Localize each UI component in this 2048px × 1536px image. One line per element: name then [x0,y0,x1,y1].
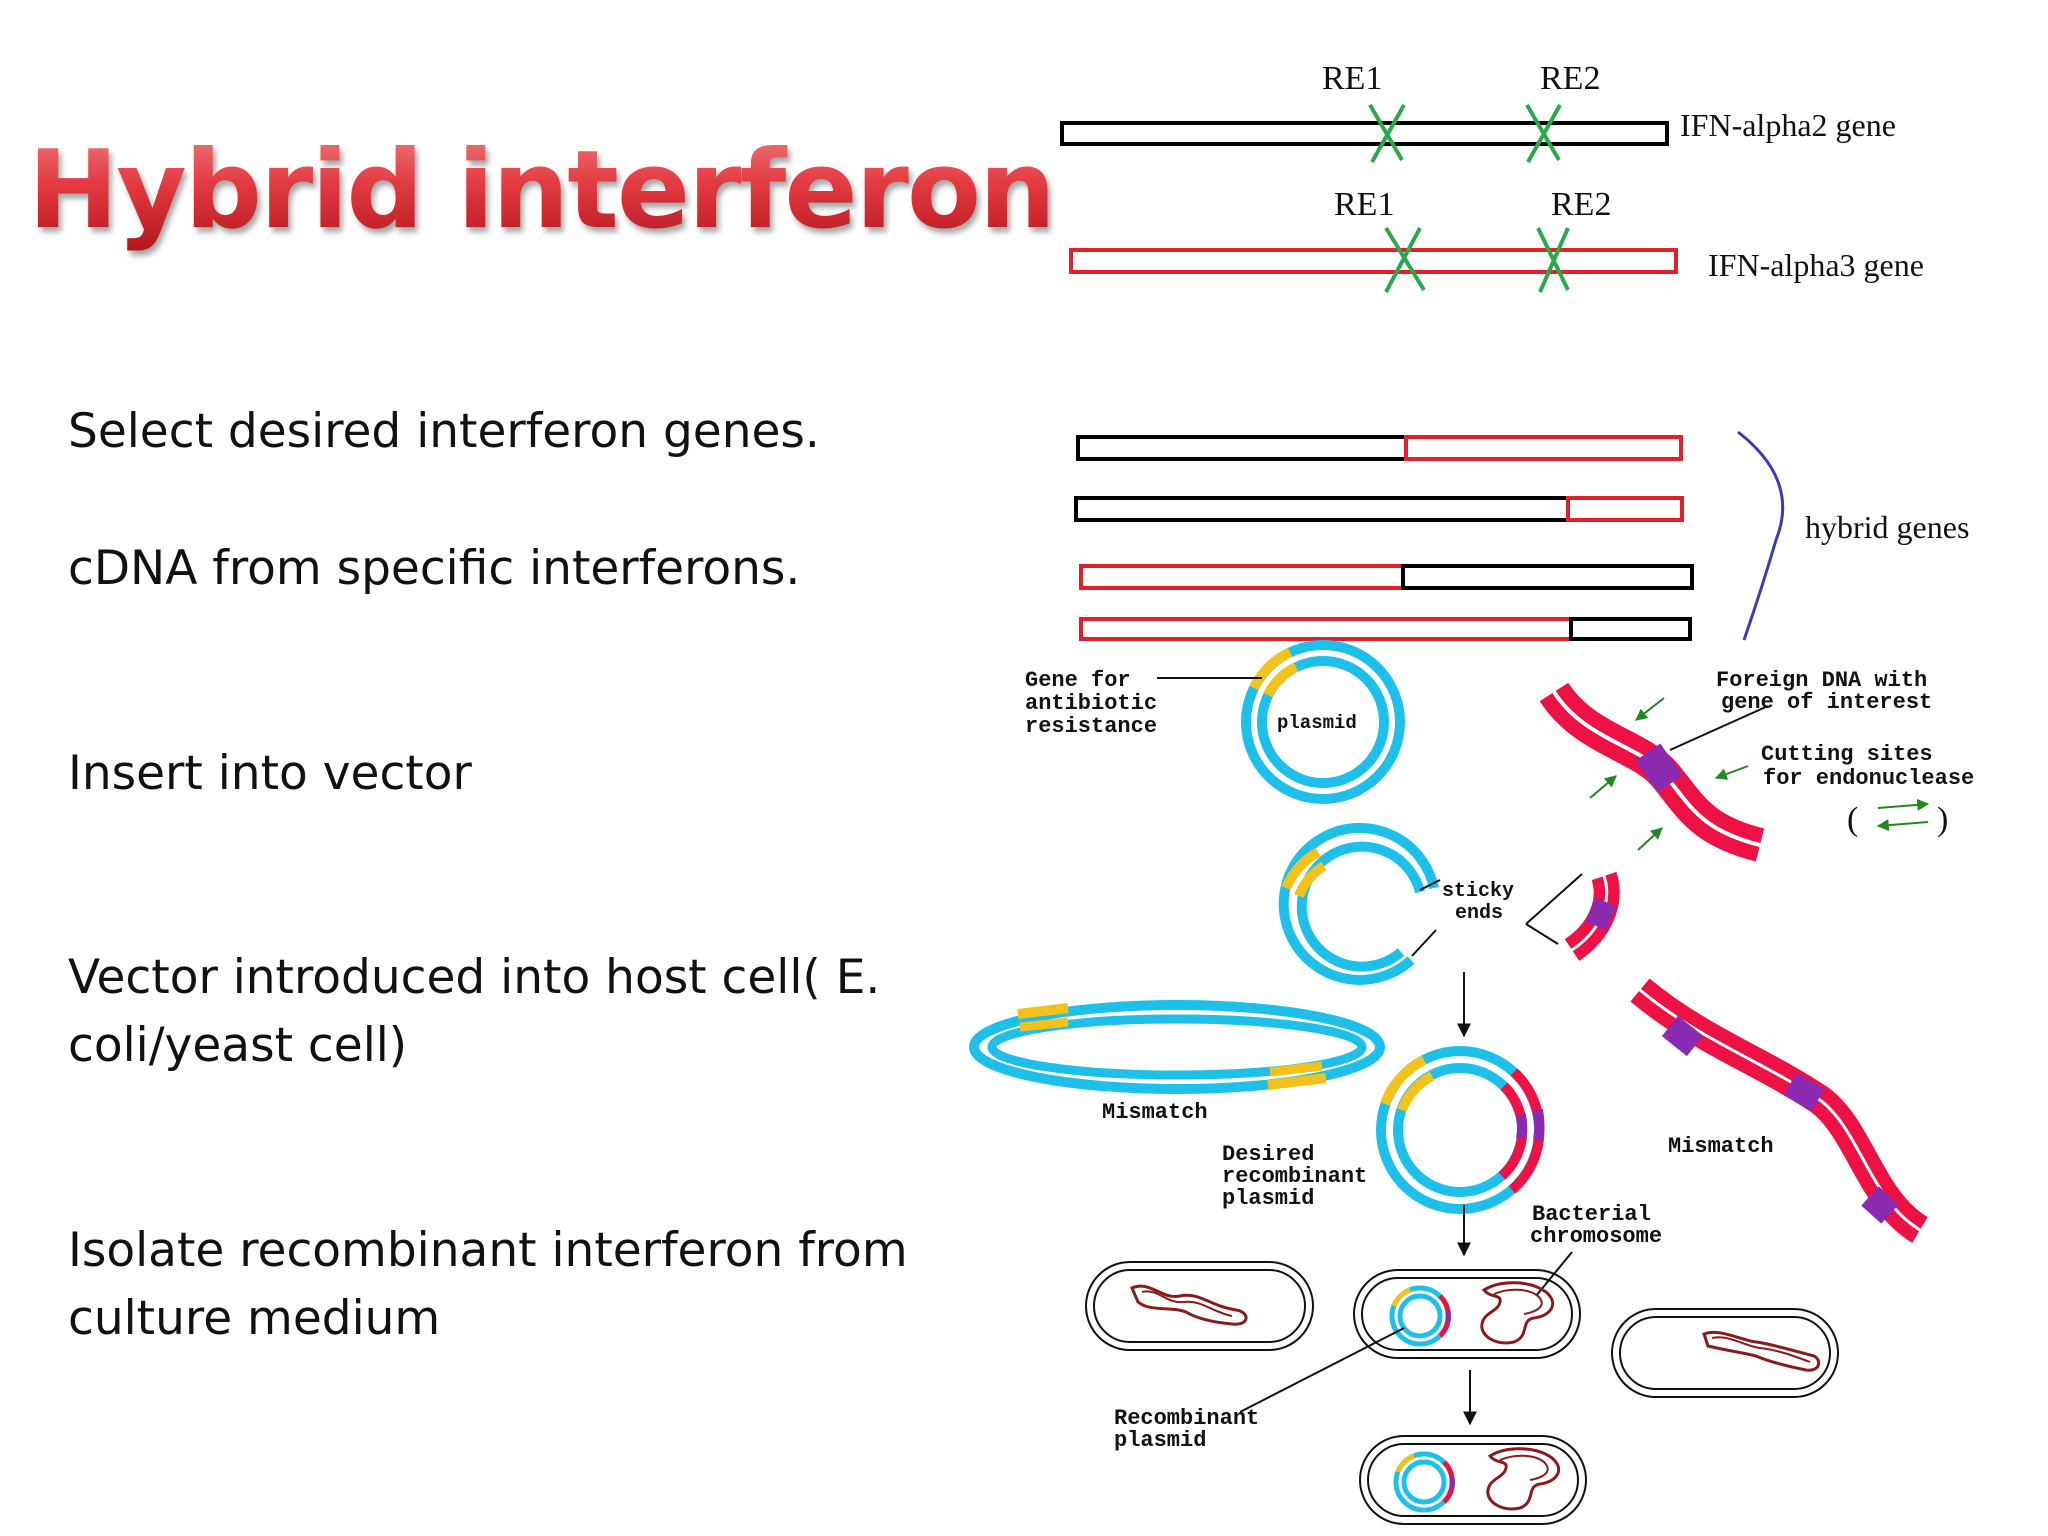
sticky-ends-label-1: sticky [1442,880,1514,903]
step-host-cell: Vector introduced into host cell( E. col… [68,950,881,1073]
step-select-genes: Select desired interferon genes. [68,404,820,459]
desired-label-3: plasmid [1222,1186,1314,1211]
recombinant-plasmid-label-1: Recombinant [1114,1406,1259,1431]
sticky-ends-label-2: ends [1455,902,1503,925]
ifn-alpha3-label: IFN-alpha3 gene [1708,247,1924,283]
hybrid-brace [1737,430,1785,641]
plasmid-label: plasmid [1277,712,1357,734]
step-cdna: cDNA from specific interferons. [68,541,801,596]
step-insert-vector: Insert into vector [68,746,472,801]
slide-title: Hybrid interferon [28,128,1056,253]
bacterium-bottom [1359,1435,1587,1525]
recombinant-plasmid-label-2: plasmid [1114,1428,1206,1453]
re1-label-bottom: RE1 [1334,186,1394,223]
re1-label-top: RE1 [1322,60,1382,97]
desired-recombinant-plasmid [1376,1046,1545,1214]
left-paren: ( [1847,801,1858,838]
dna-insert-fragment [1564,871,1620,961]
foreign-dna-label-1: Foreign DNA with [1716,668,1927,693]
bacterial-chromosome-label-2: chromosome [1530,1224,1662,1249]
cutting-site-arrows [1589,697,1930,851]
ifn-alpha3-gene [1069,248,1678,274]
step-isolate: Isolate recombinant interferon from cult… [68,1223,908,1346]
foreign-dna-pointer [1669,705,1769,751]
foreign-dna-label-2: gene of interest [1721,690,1932,715]
mismatch-right-label: Mismatch [1668,1134,1774,1159]
mismatch-plasmid [969,1000,1385,1094]
desired-label-2: recombinant [1222,1164,1367,1189]
re2-label-bottom: RE2 [1551,186,1611,223]
bacterium-right [1611,1308,1839,1398]
re2-label-top: RE2 [1540,60,1600,97]
foreign-dna [1539,682,1765,862]
mismatch-left-label: Mismatch [1102,1100,1208,1125]
bacterium-left [1085,1261,1314,1351]
hybrid-gene-4 [1079,617,1692,641]
ifn-alpha2-gene [1060,121,1669,146]
antibiotic-label-2: antibiotic [1025,691,1157,716]
ifn-alpha2-label: IFN-alpha2 gene [1680,107,1896,143]
desired-label-1: Desired [1222,1142,1314,1167]
restriction-cut-marks [1368,103,1570,293]
opened-plasmid [1278,822,1439,985]
hybrid-gene-2 [1074,496,1684,522]
right-paren: ) [1937,801,1948,838]
plasmid [1241,640,1405,804]
bacterial-chromosome-label-1: Bacterial [1532,1202,1651,1227]
cutting-sites-label-1: Cutting sites [1761,742,1933,767]
cutting-sites-label-2: for endonuclease [1763,766,1974,791]
bacterium-center [1353,1269,1581,1359]
sticky-end-pointers [1411,873,1583,957]
hybrid-genes-label: hybrid genes [1805,509,1969,545]
hybrid-gene-1 [1076,435,1683,461]
antibiotic-label-3: resistance [1025,714,1157,739]
recombinant-plasmid-pointer [1239,1327,1405,1413]
antibiotic-label-1: Gene for [1025,668,1131,693]
mismatch-dna [1630,978,1929,1243]
hybrid-gene-3 [1079,564,1694,590]
